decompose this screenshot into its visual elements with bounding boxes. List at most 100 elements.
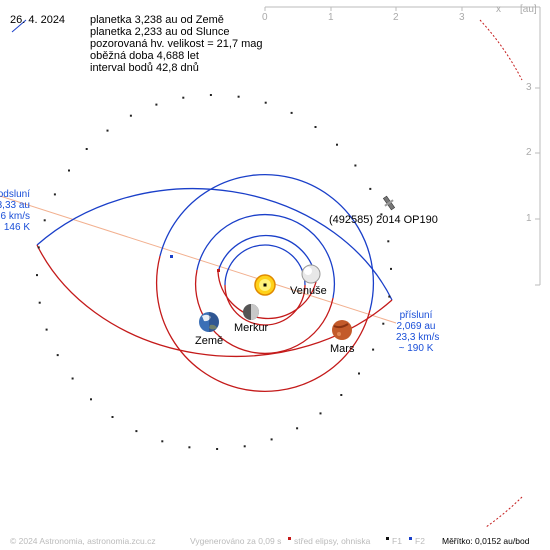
- legend-f1-marker: [386, 537, 389, 540]
- orbit-point: [354, 164, 357, 167]
- orbit-point: [290, 111, 293, 114]
- info-period: oběžná doba 4,688 let: [90, 50, 199, 62]
- orbit-point: [155, 103, 158, 106]
- mars-icon: [332, 320, 352, 340]
- orbit-point: [135, 430, 138, 433]
- venus-orbit-upper: [217, 234, 317, 283]
- earth-orbit-lower: [194, 269, 334, 355]
- asteroid-info: planetka 3,238 au od Země planetka 2,233…: [90, 14, 263, 74]
- orbit-point-markers: [36, 94, 392, 450]
- copyright-text: © 2024 Astronomia, astronomia.zcu.cz: [10, 536, 156, 546]
- orbit-point: [85, 148, 88, 150]
- orbit-point: [111, 416, 114, 418]
- orbit-point: [129, 114, 132, 117]
- orbit-point: [369, 187, 372, 190]
- earth-icon: [199, 312, 219, 332]
- aphelion-title: odsluní: [0, 189, 30, 200]
- legend-f2-text: F2: [415, 536, 425, 546]
- aphelion-velocity: 16,6 km/s: [0, 211, 30, 222]
- orbit-point: [372, 348, 375, 351]
- x-tick-label-1: 1: [328, 12, 334, 23]
- mercury-orbit-lower: [224, 284, 306, 326]
- orbit-point: [56, 354, 59, 357]
- orbit-point: [336, 143, 338, 146]
- axis-frame: [264, 6, 541, 286]
- footer-bar: © 2024 Astronomia, astronomia.zcu.cz Vyg…: [0, 536, 550, 547]
- orbit-point: [382, 322, 385, 325]
- orbit-point: [237, 95, 240, 98]
- aphelion-label: odsluní 3,33 au 16,6 km/s 146 K: [0, 189, 30, 233]
- earth-orbit-upper: [196, 213, 336, 299]
- perihelion-temperature: ~ 190 K: [398, 343, 434, 354]
- orbit-point: [161, 440, 164, 443]
- asteroid-orbit-upper: [36, 188, 393, 301]
- planet-orbits: [155, 173, 375, 393]
- mars-label: Mars: [330, 343, 355, 355]
- perihelion-title: přísluní: [399, 310, 433, 321]
- mercury-orbit-upper: [224, 244, 306, 286]
- jupiter-orbit-arc-bottom: [485, 496, 523, 528]
- venus-orbit-lower: [217, 271, 317, 320]
- orbit-point: [43, 219, 46, 222]
- mars-orbit-lower: [155, 255, 371, 393]
- x-tick-label-2: 2: [393, 12, 399, 23]
- legend-center-marker: [288, 537, 291, 540]
- info-magnitude: pozorovaná hv. velikost = 21,7 mag: [90, 38, 263, 50]
- orbit-point: [38, 301, 41, 304]
- scale-text: Měřítko: 0,0152 au/bod: [442, 536, 530, 546]
- orbit-point: [68, 169, 70, 172]
- jupiter-orbit-arc-top: [479, 19, 523, 81]
- orbit-point: [71, 377, 74, 380]
- aphelion-distance: 3,33 au: [0, 200, 30, 211]
- orbit-point: [243, 445, 246, 448]
- x-tick-label-3: 3: [459, 12, 465, 23]
- orbit-point: [216, 448, 219, 450]
- venus-icon: [301, 264, 321, 284]
- y-tick-label-2: 2: [526, 147, 532, 158]
- generated-time-text: Vygenerováno za 0,09 s: [190, 536, 282, 546]
- mercury-icon: [243, 304, 259, 320]
- orbit-point: [45, 328, 48, 331]
- info-point-interval: interval bodů 42,8 dnů: [90, 62, 199, 74]
- legend-f1-text: F1: [392, 536, 402, 546]
- orbit-point: [53, 193, 56, 196]
- orbit-point: [380, 213, 383, 216]
- orbit-point: [340, 394, 343, 396]
- orbit-point: [358, 372, 360, 375]
- orbit-arc-fragment: [11, 19, 27, 33]
- perihelion-distance: 2,069 au: [396, 321, 436, 332]
- orbit-point: [209, 94, 212, 96]
- perihelion-label: přísluní 2,069 au 23,3 km/s ~ 190 K: [396, 310, 440, 354]
- orbit-point: [388, 295, 391, 298]
- orbit-point: [314, 126, 317, 128]
- orbit-point: [296, 427, 299, 430]
- orbit-point: [90, 398, 92, 401]
- apsis-line: [0, 195, 397, 324]
- orbit-point: [270, 438, 273, 441]
- info-distance-sun: planetka 2,233 au od Slunce: [90, 26, 230, 38]
- unit-label: [au]: [520, 4, 537, 15]
- y-tick-label-1: 1: [526, 213, 532, 224]
- y-tick-label-3: 3: [526, 82, 532, 93]
- sun-icon: [254, 274, 276, 296]
- asteroid-marker-icon: [382, 195, 396, 211]
- mars-orbit-upper: [159, 173, 375, 311]
- mercury-label: Merkur: [234, 322, 269, 334]
- orbit-point: [188, 446, 191, 449]
- earth-label: Země: [195, 335, 224, 347]
- orbit-point: [37, 246, 40, 249]
- perihelion-velocity: 23,3 km/s: [396, 332, 440, 343]
- orbit-point: [264, 101, 267, 104]
- ellipse-center-marker: [217, 269, 220, 272]
- legend-f2-marker: [409, 537, 412, 540]
- orbit-point: [36, 274, 38, 277]
- x-axis-label: x: [496, 4, 501, 15]
- info-distance-earth: planetka 3,238 au od Země: [90, 14, 224, 26]
- orbit-point: [390, 267, 392, 270]
- focus-f2-marker: [170, 255, 173, 258]
- orbit-point: [319, 412, 322, 415]
- orbit-point: [182, 96, 185, 99]
- orbit-point: [387, 240, 390, 243]
